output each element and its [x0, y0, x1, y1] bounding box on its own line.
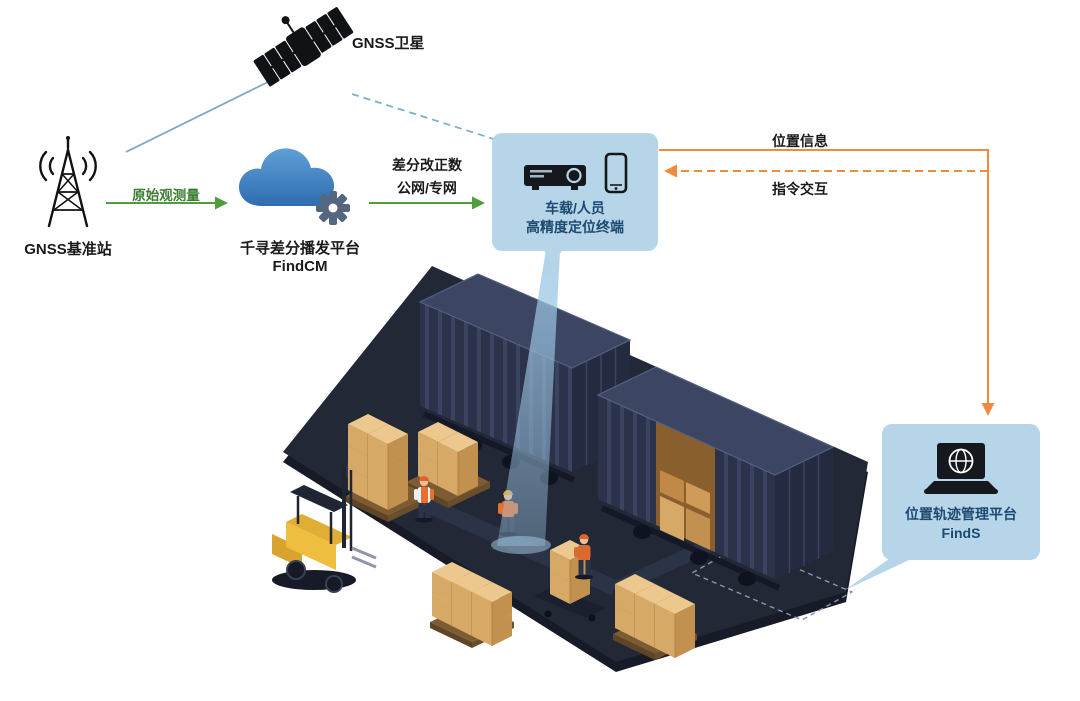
correction-label-line2: 公网/专网 — [397, 180, 457, 196]
cloud-platform-label-line2: FindCM — [272, 258, 328, 275]
finds-platform-bubble: 位置轨迹管理平台 FindS — [882, 424, 1040, 560]
gnss-satellite-icon — [253, 7, 354, 87]
satellite-label: GNSS卫星 — [352, 35, 425, 52]
laptop-globe-icon — [924, 443, 998, 494]
cloud-platform-label-line1: 千寻差分播发平台 — [239, 240, 360, 257]
pallet-jack — [534, 539, 606, 622]
finds-bubble-tail — [845, 554, 922, 590]
base-station-label: GNSS基准站 — [24, 241, 112, 258]
cloud-shape — [238, 148, 335, 206]
forklift — [272, 466, 377, 593]
worker-3 — [574, 534, 593, 580]
terminal-bubble: 车载/人员 高精度定位终端 — [492, 133, 658, 251]
link-satellite-basestation — [125, 79, 273, 153]
finds-label-line2: FindS — [941, 525, 981, 541]
container-2 — [596, 366, 835, 591]
terminal-label-line2: 高精度定位终端 — [526, 218, 624, 235]
radio-tower-icon — [39, 136, 97, 228]
smartphone-icon — [604, 152, 628, 193]
terminal-label-line1: 车载/人员 — [545, 199, 605, 216]
worker-1 — [414, 476, 434, 523]
raw-observation-label: 原始观测量 — [132, 188, 200, 203]
command-interaction-label: 指令交互 — [772, 181, 828, 197]
positioning-beam — [497, 250, 560, 546]
position-info-label: 位置信息 — [772, 133, 828, 149]
link-satellite-terminal — [351, 93, 501, 142]
terminal-bubble-tail — [542, 246, 564, 268]
receiver-icon — [524, 164, 586, 190]
correction-label-line1: 差分改正数 — [392, 157, 462, 173]
arrow-position-info — [659, 149, 995, 416]
terminal-icons — [522, 152, 628, 194]
marked-zone — [690, 544, 854, 621]
finds-label-line1: 位置轨迹管理平台 — [905, 506, 1017, 522]
cloud-gear-icon — [238, 148, 350, 225]
